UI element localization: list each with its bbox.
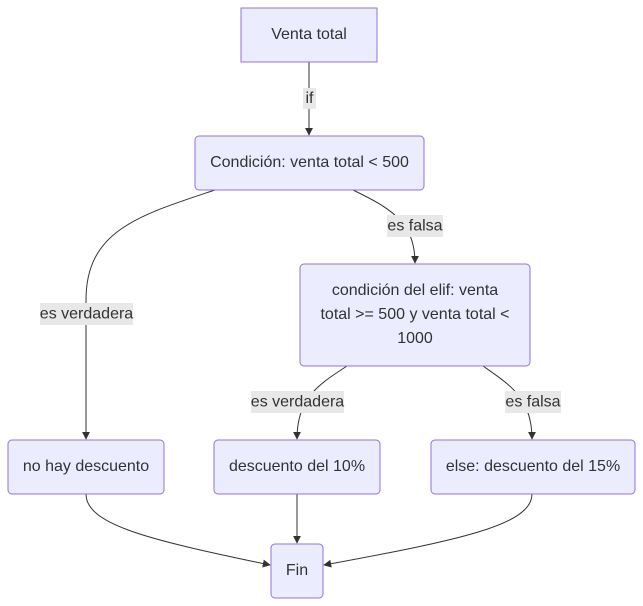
edge-label-if-false: es falsa bbox=[387, 215, 443, 237]
edge-label-elif-true-text: es verdadera bbox=[251, 394, 344, 411]
edge-label-elif-true: es verdadera bbox=[251, 391, 344, 413]
node-fin: Fin bbox=[270, 543, 324, 599]
node-descuento-15: else: descuento del 15% bbox=[430, 439, 636, 495]
edge-no-descuento-to-fin bbox=[85, 493, 271, 568]
edge-label-if: if bbox=[303, 88, 316, 109]
edge-label-if-true-text: es verdadera bbox=[40, 306, 133, 323]
edge-label-elif-false: es falsa bbox=[505, 391, 561, 413]
edge-condicion-to-no-descuento bbox=[82, 189, 216, 440]
node-venta-total: Venta total bbox=[240, 7, 378, 63]
edge-label-elif-false-text: es falsa bbox=[505, 394, 560, 411]
node-fin-text: Fin bbox=[286, 562, 308, 579]
edge-label-if-true: es verdadera bbox=[40, 303, 133, 325]
node-condicion-elif-line-1: condición del elif: venta bbox=[332, 282, 498, 299]
node-condicion-elif-line-3: 1000 bbox=[397, 330, 433, 347]
node-descuento-15-text: else: descuento del 15% bbox=[446, 458, 620, 475]
node-condicion-elif-line-2: total >= 500 y venta total < bbox=[320, 306, 509, 323]
node-descuento-10: descuento del 10% bbox=[213, 439, 381, 495]
edge-label-if-false-text: es falsa bbox=[387, 218, 442, 235]
node-venta-total-text: Venta total bbox=[271, 26, 347, 43]
node-condicion-if-text: Condición: venta total < 500 bbox=[210, 154, 409, 171]
node-no-descuento: no hay descuento bbox=[7, 439, 165, 495]
edge-label-if-text: if bbox=[306, 90, 315, 107]
edge-descuento-15-to-fin bbox=[323, 493, 533, 568]
node-condicion-elif: condición del elif: venta total >= 500 y… bbox=[299, 263, 531, 367]
node-no-descuento-text: no hay descuento bbox=[23, 458, 149, 475]
node-condicion-if: Condición: venta total < 500 bbox=[194, 135, 425, 191]
node-descuento-10-text: descuento del 10% bbox=[229, 458, 365, 475]
